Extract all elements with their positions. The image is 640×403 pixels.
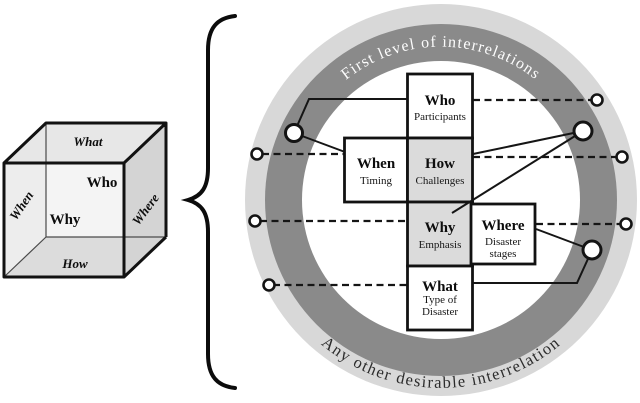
box-what-rect <box>406 264 474 332</box>
connector-lower-node-to-what <box>473 249 593 284</box>
box-where: Where Disaster stages <box>469 202 537 266</box>
box-when-rect <box>343 136 409 204</box>
box-who: Who Participants <box>406 72 474 140</box>
box-when-subtitle: Timing <box>360 175 393 187</box>
box-how-rect <box>406 136 474 204</box>
cube-face-label-why: Why <box>50 212 81 228</box>
cube-right-face <box>124 123 166 277</box>
box-why-subtitle: Emphasis <box>419 239 462 251</box>
ring-node-small-left-middle <box>248 214 262 228</box>
box-who-subtitle: Participants <box>414 111 466 123</box>
box-why-rect <box>406 200 474 268</box>
interrelation-wheel: First level of interrelations Any other … <box>245 4 637 396</box>
ring-node-large-right-top <box>572 120 594 142</box>
ring-node-small-left-upper <box>250 147 264 161</box>
box-what: What Type of Disaster <box>406 264 474 332</box>
box-what-subtitle-line2: Disaster <box>422 306 458 318</box>
ring-node-small-left-lower <box>262 278 276 292</box>
cube-top-face <box>4 123 166 163</box>
box-how-subtitle: Challenges <box>416 175 465 187</box>
connector-left-node-to-who <box>293 98 407 134</box>
cube-face-label-how: How <box>61 256 88 271</box>
curly-brace <box>180 14 237 390</box>
ring-node-large-right-bottom <box>581 239 603 261</box>
connector-right-node-to-why <box>451 130 584 214</box>
ring-node-small-right-upper <box>590 93 604 107</box>
box-where-title: Where <box>481 218 524 234</box>
cube: What Who Why When Where How <box>2 121 168 279</box>
box-how: How Challenges <box>406 136 474 204</box>
box-who-title: Who <box>425 93 456 109</box>
concept-boxes: Who Participants When Timing How Challen… <box>343 72 537 332</box>
cube-face-label-who: Who <box>87 175 118 191</box>
ring-node-small-right-middle <box>615 150 629 164</box>
connectors <box>260 98 621 287</box>
ring-node-large-left <box>284 123 304 143</box>
box-where-subtitle-line1: Disaster <box>485 236 521 248</box>
ring-node-small-right-lower <box>619 217 633 231</box>
cube-visible-edges <box>2 121 168 279</box>
box-why-title: Why <box>425 220 456 236</box>
box-where-rect <box>469 202 537 266</box>
box-when: When Timing <box>343 136 409 204</box>
ring-nodes <box>248 93 633 292</box>
cube-face-label-what: What <box>74 134 103 149</box>
box-who-rect <box>406 72 474 140</box>
box-when-title: When <box>357 156 396 172</box>
box-what-title: What <box>422 279 458 295</box>
box-how-title: How <box>425 156 455 172</box>
cube-hidden-edges <box>3 123 166 278</box>
box-why: Why Emphasis <box>406 200 474 268</box>
connector-right-node-to-how <box>472 130 584 155</box>
box-what-subtitle-line1: Type of <box>423 294 457 306</box>
box-where-subtitle-line2: stages <box>490 248 517 260</box>
